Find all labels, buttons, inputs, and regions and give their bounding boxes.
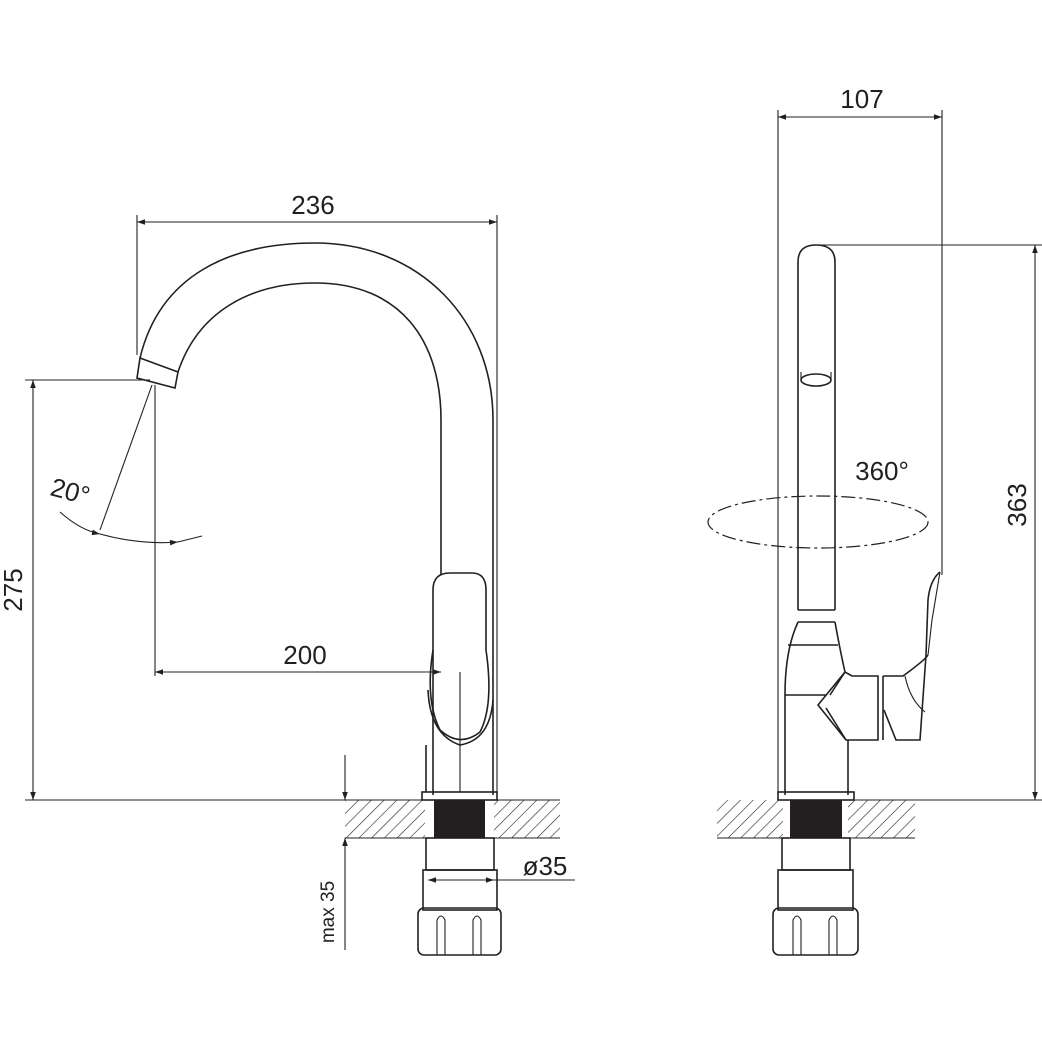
side-view: 360° 107 363 (707, 84, 1042, 956)
faucet-front (136, 242, 560, 956)
countertop-hatch (717, 800, 783, 838)
dim-height-label: 275 (0, 568, 28, 611)
dim-angle-label: 20° (47, 472, 93, 511)
countertop-hatch (494, 800, 560, 838)
seal (790, 800, 842, 838)
faucet-side (717, 244, 941, 956)
dim-width-label: 236 (291, 190, 334, 220)
seal (434, 800, 485, 838)
countertop-hatch (345, 800, 425, 838)
dim-reach-label: 200 (283, 640, 326, 670)
dim-rotation-label: 360° (855, 456, 909, 486)
dim-hole-label: ø35 (523, 851, 568, 881)
countertop-hatch (848, 800, 915, 838)
front-view: 236 275 200 20° max 35 ø35 (0, 190, 575, 956)
dim-depth-label: 107 (840, 84, 883, 114)
rotation-ellipse (707, 495, 929, 549)
dim-counter-label: max 35 (318, 881, 339, 943)
dim-side-height-label: 363 (1002, 483, 1032, 526)
